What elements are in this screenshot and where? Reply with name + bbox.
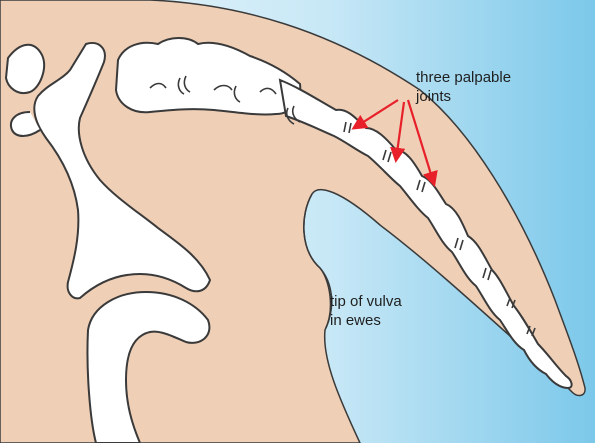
vulva-label-line2: in ewes xyxy=(330,312,381,329)
joints-label-line2: joints xyxy=(415,88,451,105)
joints-label-line1: three palpable xyxy=(416,69,511,86)
vulva-label-line1: tip of vulva xyxy=(330,293,402,310)
